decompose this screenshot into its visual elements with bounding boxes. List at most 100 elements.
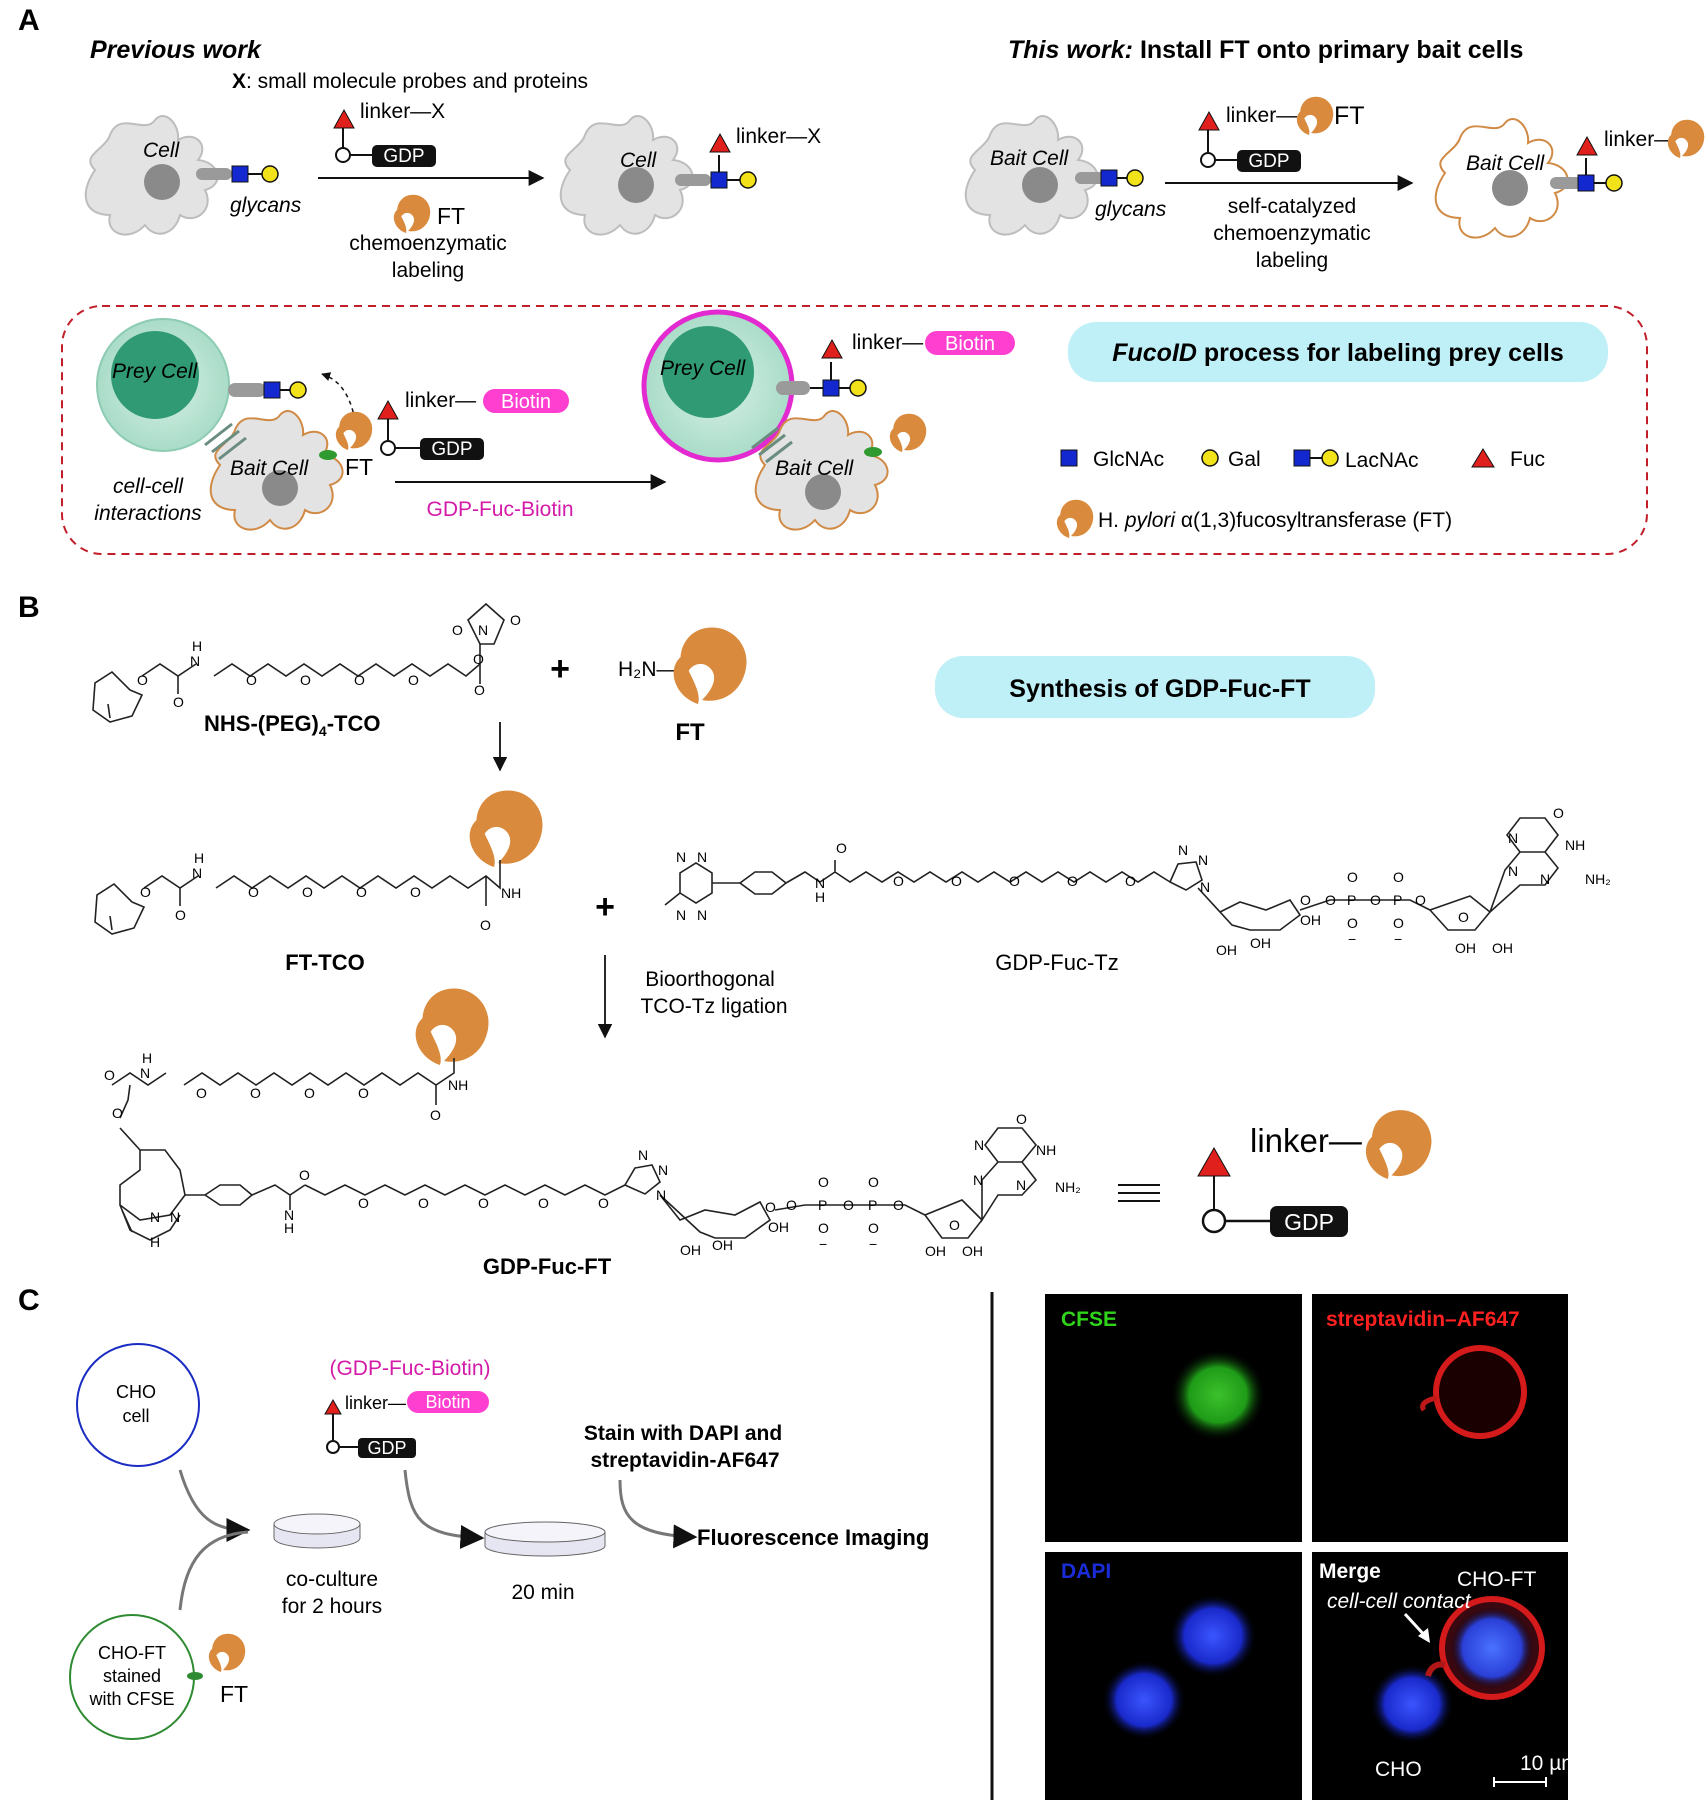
- this-work-text: Install FT onto primary bait cells: [1133, 36, 1523, 64]
- tz-atom-n6: N: [1178, 842, 1188, 858]
- ft-icon-reagent: [1296, 96, 1334, 135]
- panel-c-label: C: [18, 1284, 40, 1317]
- prey-nucleus-labeled: [662, 326, 754, 418]
- micro-cfse-panel: CFSE: [1045, 1294, 1302, 1542]
- receptor-pair-right: [751, 426, 793, 464]
- dish-1: [273, 1513, 361, 1549]
- flow-arrow-cho: [178, 1469, 251, 1542]
- p-atom-a48: NH₂: [1055, 1179, 1081, 1195]
- x-note-bold: X: [232, 70, 246, 93]
- panel-b: B O H N O O O O O O O O N O NHS-(PEG)4-T…: [18, 591, 1611, 1279]
- gdp-box-b: [1237, 150, 1301, 172]
- prey-nucleus-left: [111, 331, 199, 419]
- gdp-fuc-tz-label: GDP-Fuc-Tz: [995, 950, 1118, 975]
- linker-label-product: linker—: [1250, 1122, 1362, 1159]
- cho-micro-label: CHO: [1375, 1758, 1422, 1781]
- contact-label: cell-cell contact: [1327, 1590, 1472, 1613]
- p-atom-a43: N: [973, 1172, 983, 1188]
- fuc-triangle-c: [324, 1398, 342, 1415]
- previous-work-title: Previous work: [90, 36, 262, 64]
- tz-atom-n8: N: [1200, 879, 1210, 895]
- p-atom-a4: O: [112, 1105, 123, 1121]
- p-atom-a2: H: [142, 1050, 152, 1066]
- legend-gal-icon: [1201, 449, 1219, 467]
- product-o: [1201, 1208, 1227, 1234]
- atom-o-5: O: [354, 672, 365, 688]
- strep-label: streptavidin–AF647: [1326, 1308, 1520, 1331]
- tz-atom-o2: O: [893, 873, 904, 889]
- flow-arrow-chft: [178, 1530, 249, 1611]
- biotin-badge-left: [483, 389, 569, 413]
- cho-ft-micro-label: CHO-FT: [1457, 1568, 1536, 1591]
- ft-anchor-right: [864, 447, 882, 457]
- chft-line1: CHO-FT: [98, 1643, 166, 1663]
- tz-atom-o6: O: [1125, 873, 1136, 889]
- legend-lacnac-circle: [1321, 449, 1339, 467]
- p-atom-a13: H: [150, 1234, 160, 1250]
- gdp-fuc-biotin-label: GDP-Fuc-Biotin: [426, 498, 573, 521]
- cfse-cell: [1170, 1349, 1266, 1441]
- flow-arrow-stain: [618, 1479, 698, 1549]
- linker-label-c: linker—: [345, 1393, 406, 1413]
- atom-o-8: O: [473, 651, 484, 667]
- chft-line3: with CFSE: [88, 1689, 174, 1709]
- fuc-atom-oh3: OH: [1250, 935, 1271, 951]
- p-atom-a5: O: [196, 1085, 207, 1101]
- p-atom-a33: −: [819, 1236, 827, 1252]
- nhs-atoms: O H N O O O O O O O O N O: [137, 612, 521, 710]
- tco-atom-h: H: [194, 850, 204, 866]
- p-atom-o6: O: [1393, 915, 1404, 931]
- prey-fuc-triangle-right: [821, 338, 843, 359]
- stain-line1: Stain with DAPI and: [584, 1422, 782, 1445]
- tz-atom-n1: N: [676, 849, 686, 865]
- coculture-line2: for 2 hours: [282, 1595, 382, 1618]
- reagent-o-a: [335, 147, 351, 163]
- glycan-stem-prev2: [675, 174, 711, 186]
- atom-o-10: O: [510, 612, 521, 628]
- p-atom-a25: O: [765, 1199, 776, 1215]
- p-atom-a32: O: [818, 1220, 829, 1236]
- self-line3: labeling: [1256, 249, 1328, 272]
- ft-tco-structure: [94, 860, 501, 935]
- tco-atom-o5: O: [356, 884, 367, 900]
- biotin-label-right: Biotin: [945, 333, 995, 355]
- p-atom-minus1: −: [1348, 931, 1356, 947]
- p-atom-o3: O: [1347, 915, 1358, 931]
- cell-label-left: Cell: [143, 139, 181, 162]
- ft-anchor-left: [319, 450, 337, 460]
- linker-x-prev2: linker—X: [736, 125, 821, 148]
- tz-atom-n5: N: [815, 875, 825, 891]
- dapi-cell-2: [1102, 1660, 1186, 1740]
- p-atom-p2: P: [1393, 892, 1402, 908]
- p-atom-a22: N: [638, 1147, 648, 1163]
- tco-atom-o2: O: [175, 907, 186, 923]
- fuc-triangle-reagent-a: [333, 108, 355, 129]
- p-atom-a16: O: [299, 1167, 310, 1183]
- prey-glycan-stem-right: [776, 381, 810, 395]
- p-atom-a18: O: [418, 1195, 429, 1211]
- prey-gal-left: [289, 381, 307, 399]
- nhs-peg-tco-structure: [92, 602, 505, 723]
- g-atom-nh: NH: [1565, 837, 1585, 853]
- tz-atom-n7: N: [1198, 852, 1208, 868]
- p-atom-a29: O: [786, 1197, 797, 1213]
- nhs-sub: 4: [319, 723, 327, 739]
- fuc-triangle-product: [1197, 1146, 1231, 1177]
- legend-fuc-icon: [1471, 448, 1495, 468]
- p-atom-a39: O: [893, 1197, 904, 1213]
- prey-gal-right: [849, 379, 867, 397]
- ft-icon-fucoid-right: [889, 413, 927, 452]
- fuc-atom-oh2: OH: [1216, 942, 1237, 958]
- ft-label-prev: FT: [437, 203, 465, 229]
- glycans-label-left: glycans: [230, 194, 302, 217]
- reagent-o-b: [1200, 152, 1216, 168]
- g-atom-nh2: NH₂: [1585, 871, 1611, 887]
- imaging-label: Fluorescence Imaging: [697, 1525, 929, 1550]
- p-atom-a41: OH: [925, 1243, 946, 1259]
- p-atom-a37: O: [868, 1220, 879, 1236]
- fuc-atom-oh1: OH: [1300, 912, 1321, 928]
- h2n-label: H₂N—: [618, 658, 677, 681]
- p-atom-a3: N: [140, 1065, 150, 1081]
- chft-line2: stained: [103, 1666, 161, 1686]
